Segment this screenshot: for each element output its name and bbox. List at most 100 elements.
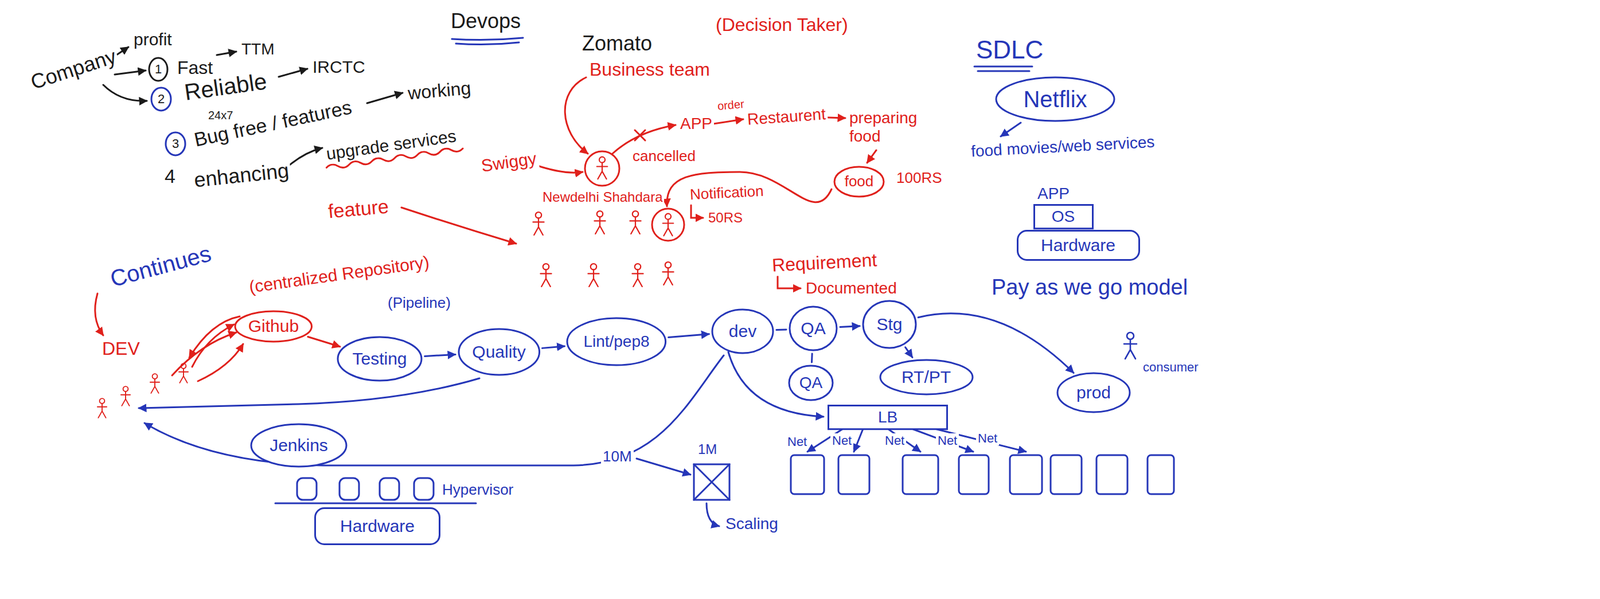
note-label: 50RS (706, 209, 745, 226)
person-figure (594, 211, 606, 234)
underline (977, 70, 1030, 73)
note-label: 24x7 (206, 108, 235, 123)
server-box (958, 455, 989, 495)
arrow (691, 205, 704, 218)
test-ellipse: RT/PT (879, 358, 974, 396)
person-figure (121, 386, 131, 407)
arrow (728, 352, 824, 417)
person-figure (662, 262, 674, 286)
arrow (828, 117, 846, 119)
node-shape (567, 318, 666, 366)
node-shape (165, 132, 186, 156)
stage-ellipse: Testing (336, 336, 423, 382)
arrow (867, 150, 877, 163)
flow-arrow (840, 326, 860, 328)
node-text: 2 (157, 91, 165, 107)
arrow (853, 428, 864, 452)
stage-ellipse: Lint/pep8 (566, 317, 667, 367)
node-shape (251, 424, 347, 467)
note-label: Continues (105, 239, 216, 294)
arrow (278, 68, 308, 77)
repo-ellipse: Github (233, 310, 314, 343)
arrow (777, 276, 801, 289)
arrow (197, 344, 244, 382)
arrow (666, 172, 832, 207)
arrow (564, 77, 588, 154)
env-ellipse: dev (711, 308, 775, 355)
note-label: Company (26, 43, 122, 95)
node-text: Netflix (1023, 86, 1087, 113)
server-box (1096, 455, 1128, 495)
vm-icon (297, 478, 317, 501)
arrow (636, 458, 691, 475)
node-text: QA (799, 373, 823, 393)
note-label: APP (1035, 184, 1072, 204)
note-label: Business team (587, 59, 712, 81)
node-text: Jenkins (269, 435, 329, 456)
arrow (401, 207, 517, 244)
note-label: 4 (162, 165, 178, 188)
underline (974, 65, 1033, 68)
underline (451, 37, 524, 41)
note-label: DEV (100, 338, 142, 360)
node-text: 3 (172, 136, 179, 151)
server-box (1147, 455, 1174, 495)
node-shape (458, 329, 540, 376)
service-ellipse: Netflix (994, 76, 1116, 123)
node-shape (337, 337, 422, 381)
feedback-line (138, 378, 480, 409)
note-label: Scaling (723, 514, 780, 534)
note-label: Newdelhi Shahdara (540, 189, 665, 206)
note-label: Pay as we go model (989, 275, 1190, 301)
node-shape (151, 87, 171, 111)
arrow (95, 293, 104, 336)
note-label: (Pipeline) (385, 294, 453, 312)
server-box (790, 455, 825, 495)
person-figure (629, 211, 641, 234)
arrow (103, 84, 147, 101)
title-text: Devops (450, 9, 521, 33)
person-figure (532, 212, 544, 236)
flow-arrow (668, 334, 710, 338)
note-label: APP (678, 114, 714, 134)
node-shape (712, 309, 774, 354)
note-label: Swiggy (478, 148, 540, 177)
node-shape (996, 77, 1115, 122)
note-label: Net (976, 431, 999, 446)
arrow (189, 316, 240, 358)
node-text: Quality (471, 342, 526, 363)
node-text: QA (800, 318, 826, 339)
person-figure (587, 263, 599, 287)
node-shape (834, 166, 884, 197)
note-label: Restaurent (744, 104, 829, 130)
node-text: RT/PT (901, 367, 951, 388)
os-box: OS (1033, 204, 1094, 230)
hardware-box: Hardware (314, 507, 441, 546)
food-circle: food (833, 165, 885, 198)
node-text: LB (877, 408, 898, 427)
note-label: TTM (239, 40, 277, 59)
note-label: consumer (1141, 360, 1201, 375)
note-label: upgrade services (323, 126, 460, 165)
flow-arrow (541, 346, 565, 349)
arrow (1000, 122, 1021, 137)
note-label: Zomato (580, 31, 654, 56)
node-shape (880, 360, 973, 395)
node-shape (235, 311, 312, 342)
arrow (535, 165, 583, 173)
note-label: (Decision Taker) (713, 14, 850, 36)
note-label: Net (830, 433, 854, 448)
person-figure (662, 213, 674, 237)
node-text: Stg (876, 314, 903, 335)
flow-arrow (424, 354, 456, 357)
number-circle: 2 (150, 86, 173, 112)
node-text: Lint/pep8 (583, 332, 650, 351)
feedback-line (144, 355, 724, 466)
node-shape (1033, 204, 1093, 229)
note-label: IRCTC (310, 57, 368, 78)
note-label: Requirement (769, 249, 880, 277)
note-label: profit (131, 29, 174, 50)
note-label: 10M (601, 448, 634, 466)
note-label: Hypervisor (440, 481, 515, 499)
